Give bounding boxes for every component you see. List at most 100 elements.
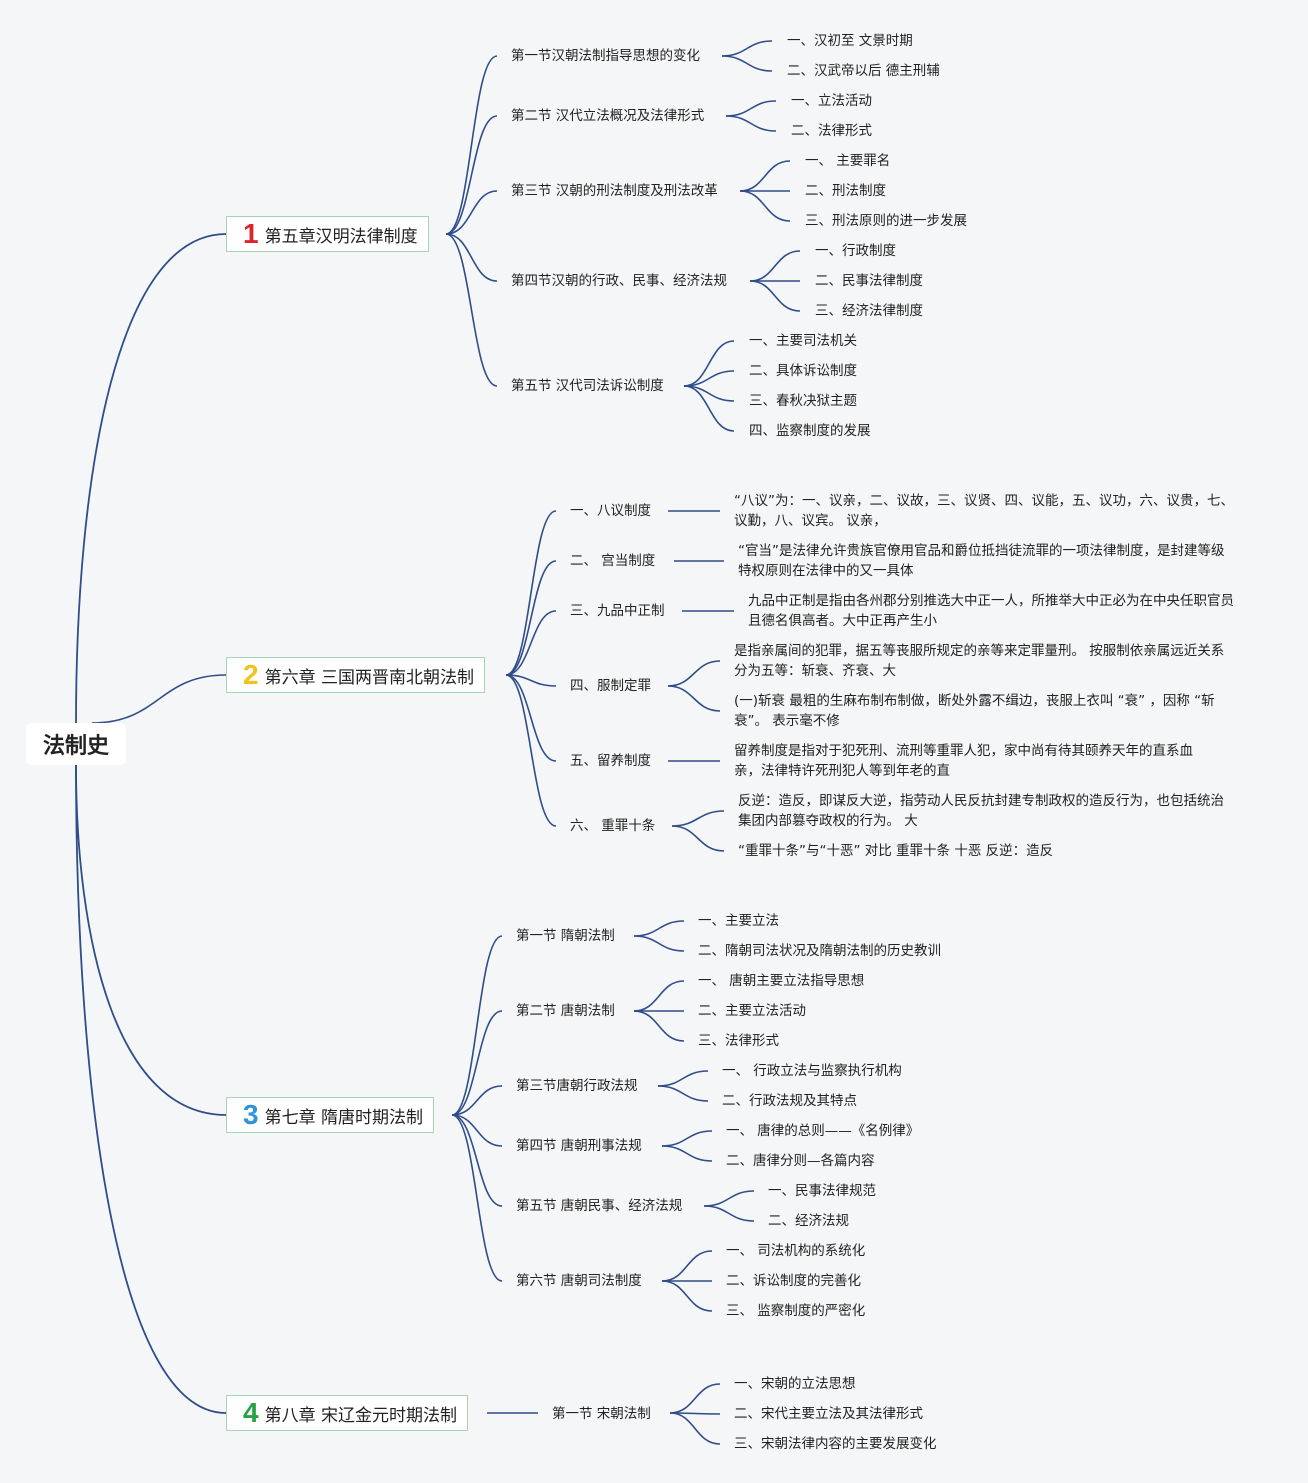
section-node[interactable]: 第一节 宋朝法制 [552, 1406, 651, 1422]
chapter-link [505, 674, 557, 687]
topic-node[interactable]: 二、诉讼制度的完善化 [726, 1273, 861, 1289]
topic-link [667, 660, 721, 687]
topic-node[interactable]: 一、立法活动 [791, 93, 872, 109]
chapter-node-1[interactable]: 1 第五章汉明法律制度 [226, 216, 429, 252]
topic-node[interactable]: 一、行政制度 [815, 243, 896, 259]
topic-node[interactable]: 二、法律形式 [791, 123, 872, 139]
section-node[interactable]: 第一节汉朝法制指导思想的变化 [511, 48, 700, 64]
section-node[interactable]: 第四节汉朝的行政、民事、经济法规 [511, 273, 727, 289]
chapter-link [451, 1114, 503, 1147]
section-node[interactable]: 五、留养制度 [570, 753, 651, 769]
topic-link [749, 250, 801, 282]
chapter-link [505, 510, 557, 676]
topic-node[interactable]: 一、 司法机构的系统化 [726, 1243, 866, 1259]
section-node[interactable]: 第五节 唐朝民事、经济法规 [516, 1198, 683, 1214]
topic-link [661, 1130, 713, 1147]
topic-link [721, 40, 773, 57]
chapter-node-3[interactable]: 3 第七章 隋唐时期法制 [226, 1097, 434, 1133]
section-node[interactable]: 一、八议制度 [570, 503, 651, 519]
topic-link [671, 810, 725, 827]
topic-node[interactable]: 一、民事法律规范 [768, 1183, 876, 1199]
chapter-title: 第六章 三国两晋南北朝法制 [264, 667, 474, 688]
topic-node[interactable]: 三、法律形式 [698, 1033, 779, 1049]
description-node[interactable]: 是指亲属间的犯罪，据五等丧服所规定的亲等来定罪量刑。 按服制依亲属远近关系分为五… [734, 643, 1225, 679]
chapter-title: 第七章 隋唐时期法制 [264, 1107, 423, 1128]
topic-node[interactable]: 一、 唐朝主要立法指导思想 [698, 973, 865, 989]
chapter-number-badge: 2 [243, 659, 259, 690]
topic-link [633, 935, 685, 952]
topic-node[interactable]: 二、行政法规及其特点 [722, 1093, 857, 1109]
chapter-link [451, 1114, 503, 1282]
section-node[interactable]: 第三节 汉朝的刑法制度及刑法改革 [511, 183, 718, 199]
topic-link [725, 115, 777, 132]
topic-link [703, 1190, 755, 1207]
topic-node[interactable]: 四、监察制度的发展 [749, 423, 871, 439]
topic-node[interactable]: 一、 唐律的总则——《名例律》 [726, 1123, 920, 1139]
root-node[interactable]: 法制史 [26, 723, 126, 765]
description-node[interactable]: 留养制度是指对于犯死刑、流刑等重罪人犯，家中尚有待其颐养天年的直系血亲，法律特许… [734, 743, 1193, 779]
chapter-link [505, 674, 557, 762]
chapter-link [505, 674, 557, 827]
topic-node[interactable]: 一、宋朝的立法思想 [734, 1376, 856, 1392]
topic-node[interactable]: 一、 行政立法与监察执行机构 [722, 1063, 902, 1079]
section-node[interactable]: 第一节 隋朝法制 [516, 928, 615, 944]
topic-link [661, 1145, 713, 1162]
description-node[interactable]: (一)斩衰 最粗的生麻布制布制做，断处外露不缉边，丧服上衣叫 “衰” ，因称 “… [734, 693, 1215, 729]
section-node[interactable]: 第四节 唐朝刑事法规 [516, 1138, 642, 1154]
chapter-link [451, 1085, 503, 1116]
topic-link [657, 1070, 709, 1087]
root-link [75, 764, 227, 1116]
section-node[interactable]: 二、 宫当制度 [570, 553, 656, 569]
topic-link [703, 1205, 755, 1222]
chapter-link [445, 233, 498, 387]
description-node[interactable]: “八议”为：一、议亲，二、议故，三、议贤、四、议能，五、议功，六、议贵，七、议勤… [734, 493, 1234, 529]
topic-node[interactable]: 三、 监察制度的严密化 [726, 1303, 866, 1319]
topic-node[interactable]: 二、隋朝司法状况及隋朝法制的历史教训 [698, 943, 941, 959]
topic-node[interactable]: 一、 主要罪名 [805, 153, 891, 169]
section-node[interactable]: 三、九品中正制 [570, 603, 665, 619]
topic-link [633, 980, 685, 1012]
chapter-link [451, 935, 503, 1116]
chapter-link [505, 610, 557, 676]
topic-node[interactable]: 一、主要司法机关 [749, 333, 857, 349]
section-node[interactable]: 第三节唐朝行政法规 [516, 1078, 638, 1094]
topic-node[interactable]: 三、刑法原则的进一步发展 [805, 213, 967, 229]
topic-node[interactable]: 二、汉武帝以后 德主刑辅 [787, 63, 940, 79]
section-node[interactable]: 六、 重罪十条 [570, 818, 656, 834]
topic-node[interactable]: 二、唐律分则—各篇内容 [726, 1153, 875, 1169]
description-node[interactable]: “官当”是法律允许贵族官僚用官品和爵位抵挡徒流罪的一项法律制度，是封建等级特权原… [738, 543, 1225, 579]
chapter-node-2[interactable]: 2 第六章 三国两晋南北朝法制 [226, 657, 485, 693]
section-node[interactable]: 四、服制定罪 [570, 678, 651, 694]
section-node[interactable]: 第二节 唐朝法制 [516, 1003, 615, 1019]
topic-node[interactable]: 二、经济法规 [768, 1213, 849, 1229]
chapter-link [505, 560, 557, 676]
topic-node[interactable]: 三、宋朝法律内容的主要发展变化 [734, 1436, 937, 1452]
topic-node[interactable]: 二、民事法律制度 [815, 273, 923, 289]
section-node[interactable]: 第六节 唐朝司法制度 [516, 1273, 642, 1289]
topic-link [661, 1250, 713, 1282]
topic-node[interactable]: 二、宋代主要立法及其法律形式 [734, 1406, 923, 1422]
chapter-node-4[interactable]: 4 第八章 宋辽金元时期法制 [226, 1395, 468, 1431]
topic-node[interactable]: 二、具体诉讼制度 [749, 363, 857, 379]
topic-node[interactable]: 一、主要立法 [698, 913, 779, 929]
topic-node[interactable]: 二、刑法制度 [805, 183, 886, 199]
description-node[interactable]: 九品中正制是指由各州郡分别推选大中正一人，所推举大中正必为在中央任职官员且德名俱… [748, 593, 1234, 629]
topic-node[interactable]: 一、汉初至 文景时期 [787, 33, 913, 49]
topic-node[interactable]: “重罪十条”与“十恶” 对比 重罪十条 十恶 反逆：造反 [738, 843, 1054, 859]
root-link [91, 674, 227, 724]
section-node[interactable]: 第五节 汉代司法诉讼制度 [511, 378, 664, 394]
topic-link [667, 685, 721, 712]
topic-link [657, 1085, 709, 1102]
topic-node[interactable]: 三、春秋决狱主题 [749, 393, 857, 409]
topic-node[interactable]: 三、经济法律制度 [815, 303, 923, 319]
topic-link [669, 1412, 721, 1445]
root-link [75, 764, 227, 1414]
section-node[interactable]: 第二节 汉代立法概况及法律形式 [511, 108, 705, 124]
topic-node[interactable]: 二、主要立法活动 [698, 1003, 806, 1019]
topic-link [739, 160, 791, 192]
description-node[interactable]: 反逆：造反，即谋反大逆，指劳动人民反抗封建专制政权的造反行为，也包括统治集团内部… [738, 793, 1224, 829]
root-link [75, 233, 227, 724]
topic-link [749, 280, 801, 312]
topic-link [671, 825, 725, 852]
